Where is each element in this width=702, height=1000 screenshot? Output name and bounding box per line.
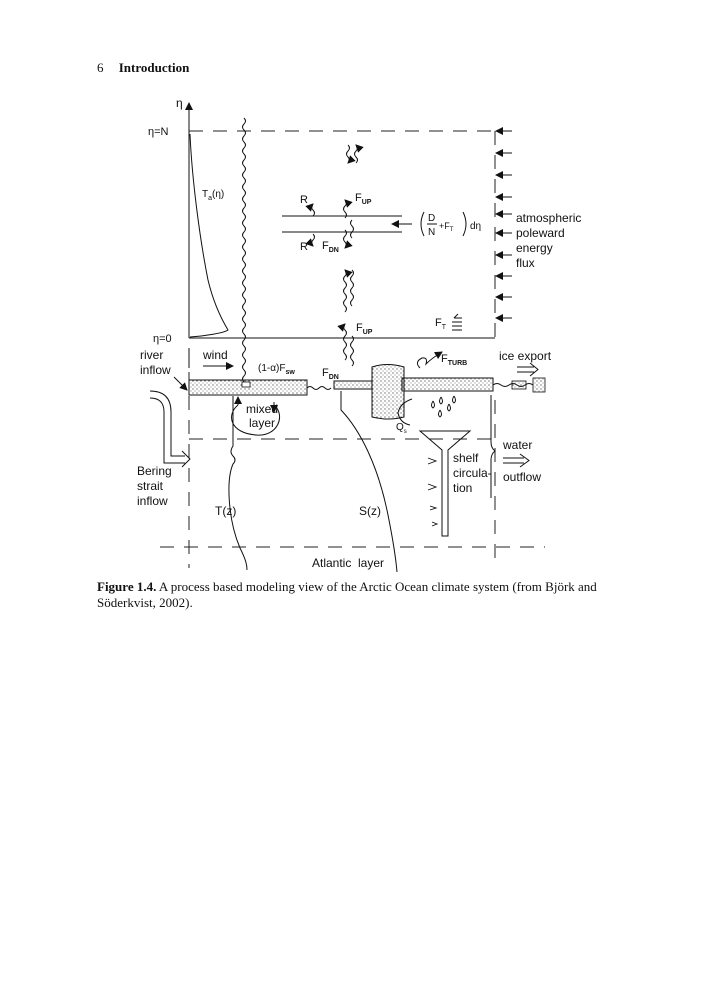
wavy-radiation-line <box>242 117 246 383</box>
ice-floe-2 <box>532 377 546 393</box>
f-dn-subscript: DN <box>329 247 339 254</box>
wind-label: wind <box>202 348 228 362</box>
ft-symbol: F <box>435 317 442 329</box>
sz-label: S(z) <box>359 504 381 518</box>
f-up-symbol: F <box>355 192 362 204</box>
f-turb-subscript: TURB <box>448 360 467 367</box>
f-dn2-subscript: DN <box>329 374 339 381</box>
lower-radiation-arrows <box>343 269 354 313</box>
turb-loop <box>416 351 443 369</box>
dashed-verticals <box>188 131 496 568</box>
f-up-subscript: UP <box>362 199 372 206</box>
atlantic-layer-label: Atlantic layer <box>312 556 384 570</box>
frac-numerator: D <box>428 213 435 224</box>
f-up2-symbol: F <box>356 322 363 334</box>
f-dn-symbol: F <box>322 240 329 252</box>
ice-floe-1 <box>511 380 527 390</box>
ft-subscript: T <box>442 324 447 331</box>
bering-label-line1: Bering <box>137 464 172 478</box>
shelf-mixing-marks <box>427 457 439 527</box>
qs-arrow <box>397 398 413 426</box>
f-up-surface-arrow <box>337 323 347 361</box>
shelf-funnel <box>418 430 472 537</box>
f-up2-label: FUP <box>356 322 373 336</box>
river-arrow <box>173 376 188 391</box>
temperature-profile <box>228 396 248 571</box>
eta-0-label: η=0 <box>153 333 172 345</box>
mixed-label-line1: mixed <box>246 402 278 416</box>
shelf-label-line2: circula- <box>453 466 492 480</box>
dashed-levels <box>160 130 545 548</box>
ft-arrows <box>452 313 462 331</box>
flux-level-lines <box>282 199 412 249</box>
f-turb-symbol: F <box>441 353 448 365</box>
top-radiation-arrows <box>346 144 364 164</box>
bering-label-line2: strait <box>137 479 164 493</box>
qs-symbol: Q <box>396 422 404 433</box>
section-title: Introduction <box>118 60 190 75</box>
plus-ft-text: +F <box>439 221 450 231</box>
ice-slab-mid <box>333 380 373 390</box>
ta-label: Ta(η) <box>202 189 224 202</box>
atm-label-line4: flux <box>516 256 535 270</box>
lead-marker <box>241 381 251 388</box>
outflow-label: outflow <box>503 470 541 484</box>
mixed-label-line2: layer <box>249 416 275 430</box>
f-turb-label: FTURB <box>441 353 467 367</box>
outflow-bracket <box>490 395 496 498</box>
f-up-label: FUP <box>355 192 372 206</box>
f-dn-label: FDN <box>322 240 339 254</box>
f-dn-surface-wavy <box>350 335 354 367</box>
shortwave-subscript: sw <box>285 369 295 376</box>
figure-caption: Figure 1.4. A process based modeling vie… <box>97 579 617 611</box>
atmospheric-flux-arrows <box>495 127 512 322</box>
ta-subscript: a <box>208 195 212 202</box>
shelf-label-line3: tion <box>453 481 472 495</box>
shelf-label-line1: shelf <box>453 451 479 465</box>
shortwave-label: (1-α)Fsw <box>258 363 295 376</box>
qs-label: Qs <box>396 422 407 435</box>
plus-ft: +FT <box>439 221 454 233</box>
atm-label-line1: atmospheric <box>516 211 581 225</box>
f-dn2-symbol: F <box>322 367 329 379</box>
qs-subscript: s <box>404 429 407 435</box>
water-label: water <box>502 438 532 452</box>
caption-text: A process based modeling view of the Arc… <box>97 579 597 610</box>
running-head: 6 Introduction <box>97 60 189 76</box>
mixed-layer-circulation <box>231 404 280 436</box>
river-label-line1: river <box>140 348 163 362</box>
frac-denominator: N <box>428 227 435 238</box>
brine-droplets <box>431 395 456 418</box>
atm-label-line2: poleward <box>516 226 565 240</box>
ta-symbol: T <box>202 189 208 200</box>
sea-surface-wave <box>306 386 332 390</box>
d-eta: dη <box>470 221 481 232</box>
r-dn-label: R <box>300 241 308 253</box>
ta-argument: (η) <box>212 189 224 200</box>
page-number: 6 <box>97 60 104 75</box>
eta-n-label: η=N <box>148 126 169 138</box>
r-up-label: R <box>300 194 308 206</box>
arctic-climate-figure: η η=N η=0 Ta(η) R R FUP FDN <box>137 96 581 573</box>
ridge-block <box>371 364 405 420</box>
eta-axis-label: η <box>176 96 183 110</box>
ice-slab-right <box>401 377 494 392</box>
shortwave-text: (1-α)F <box>258 363 285 374</box>
ice-export-arrow <box>517 362 539 377</box>
salinity-profile <box>340 391 398 573</box>
ice-export-label: ice export <box>499 349 552 363</box>
ta-profile-curve <box>189 133 229 338</box>
ft-label: FT <box>435 317 447 331</box>
bering-inflow-arrow <box>149 390 191 468</box>
f-up2-subscript: UP <box>363 329 373 336</box>
bering-label-line3: inflow <box>137 494 168 508</box>
caption-label: Figure 1.4. <box>97 579 157 594</box>
water-outflow-arrow <box>503 453 530 468</box>
f-dn2-label: FDN <box>322 367 339 381</box>
river-label-line2: inflow <box>140 363 171 377</box>
advection-term: D N +FT dη <box>420 211 481 238</box>
tz-label: T(z) <box>215 504 236 518</box>
atm-label-line3: energy <box>516 241 553 255</box>
plus-ft-subscript: T <box>450 227 454 233</box>
